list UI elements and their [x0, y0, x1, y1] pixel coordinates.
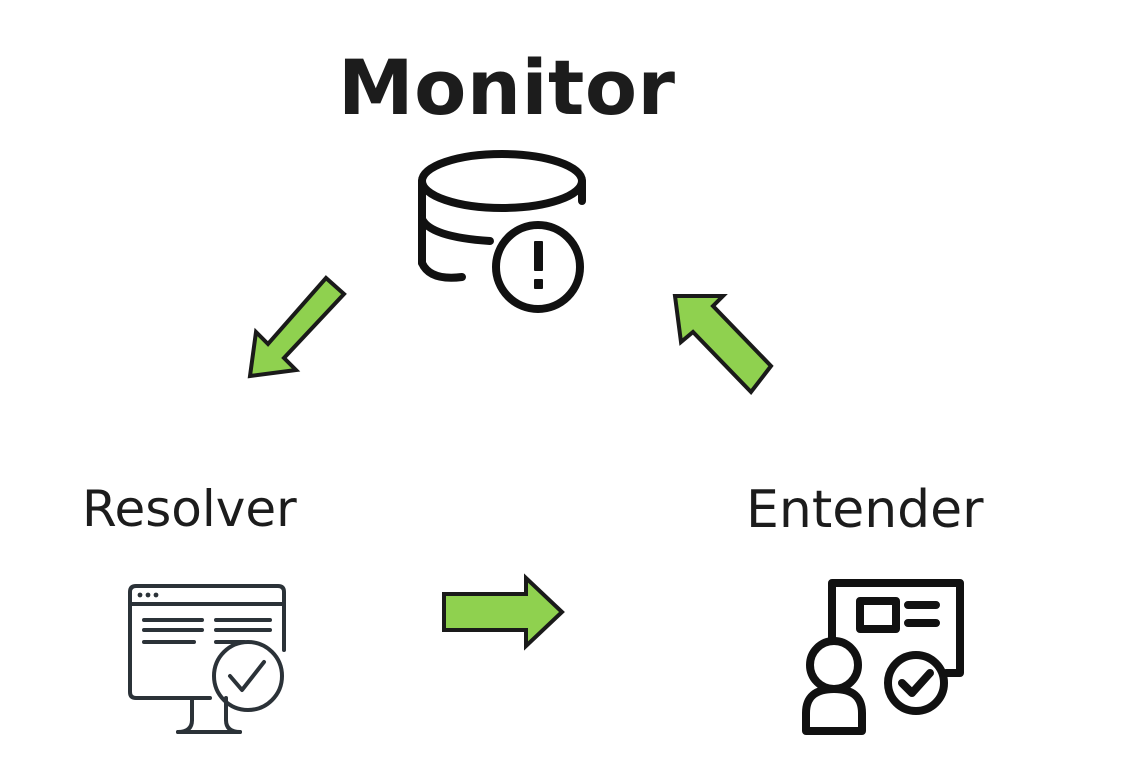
- resolver-label: Resolver: [82, 480, 297, 538]
- database-alert-icon: [418, 150, 586, 313]
- arrow-up-left: [672, 294, 774, 396]
- arrow-right: [442, 573, 565, 651]
- monitor-label: Monitor: [338, 43, 676, 132]
- arrow-down-left: [247, 275, 347, 379]
- entender-label: Entender: [746, 480, 984, 540]
- monitor-check-icon: [128, 584, 286, 734]
- presenter-check-icon: [802, 579, 964, 735]
